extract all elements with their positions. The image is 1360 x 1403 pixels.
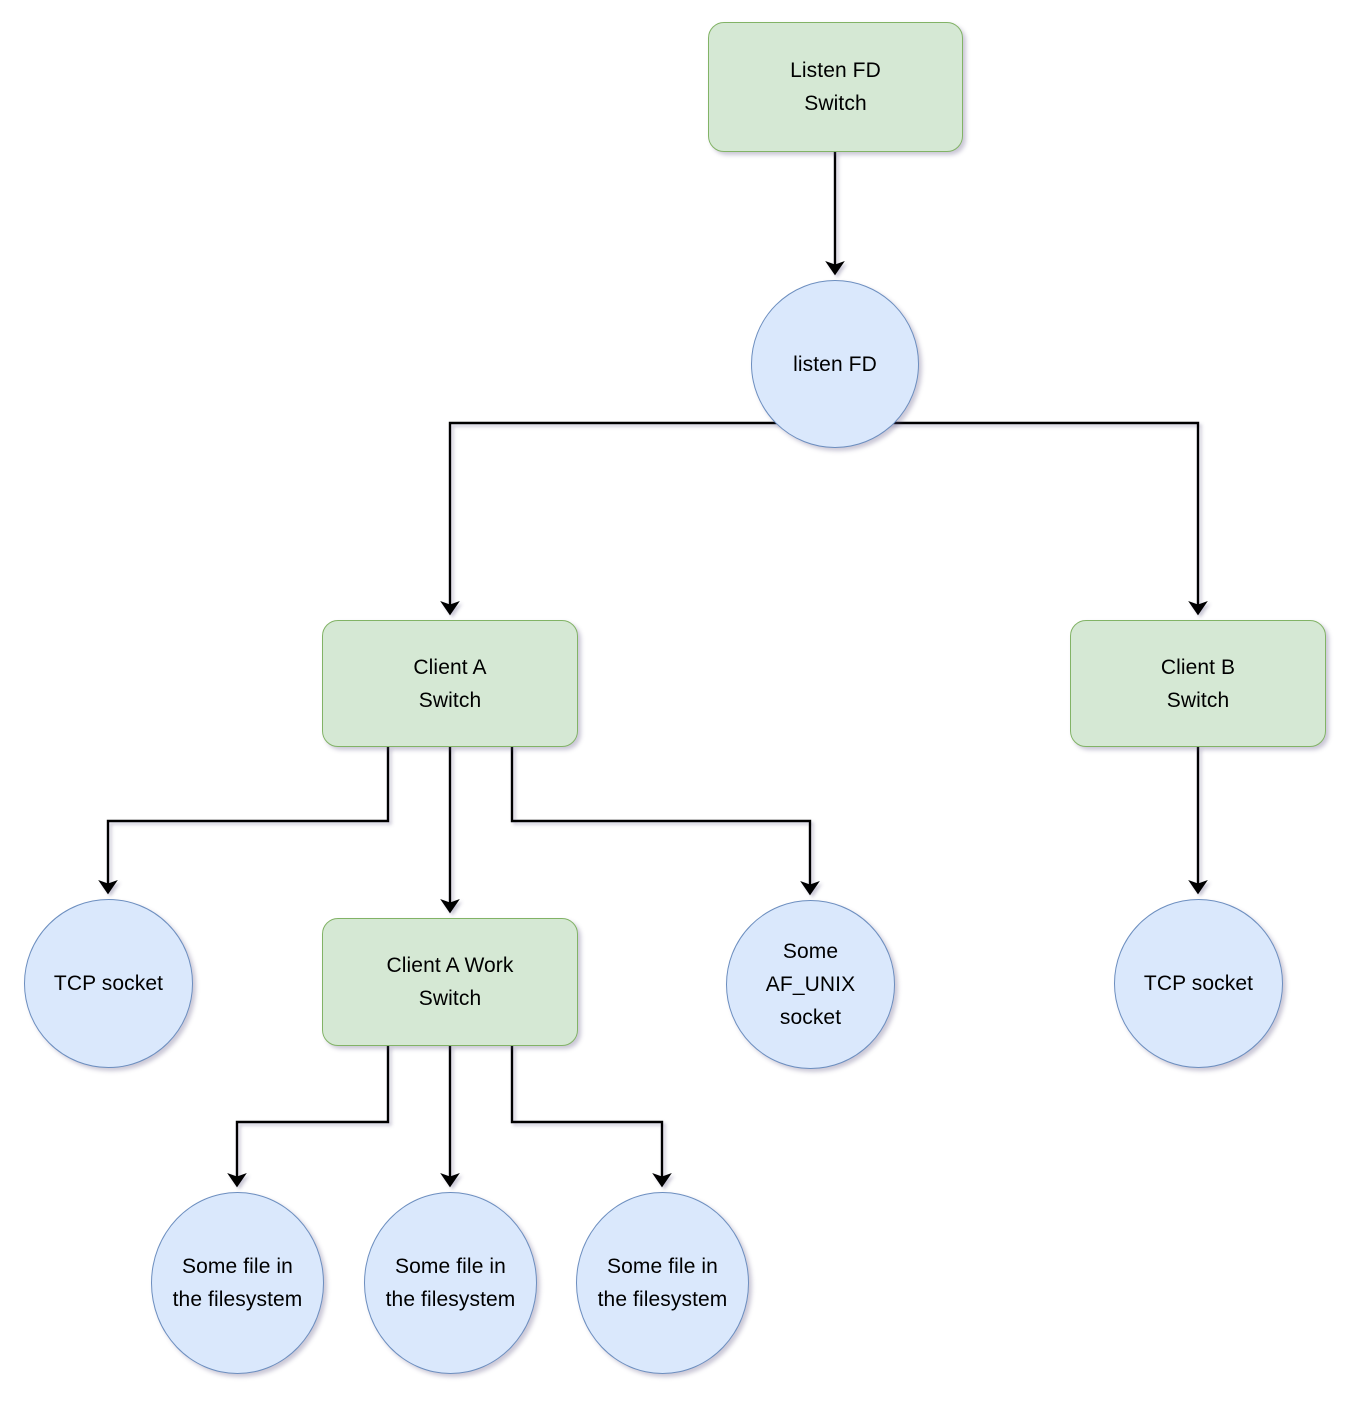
node-some-file-1[interactable]: Some file in the filesystem	[151, 1192, 324, 1374]
node-label: listen FD	[793, 352, 877, 376]
edge-listen-fd-to-client-b-switch	[835, 421, 1208, 616]
node-label: Client A Switch	[413, 655, 487, 712]
edge-client-a-switch-to-tcp-socket-a	[98, 747, 390, 895]
node-label: Client B Switch	[1160, 655, 1236, 712]
node-some-af-unix-socket[interactable]: Some AF_UNIX socket	[726, 900, 895, 1069]
edge-listen-fd-to-client-a-switch	[440, 421, 835, 616]
node-client-b-switch[interactable]: Client B Switch	[1070, 620, 1326, 747]
node-label: TCP socket	[1143, 972, 1254, 995]
node-client-a-switch[interactable]: Client A Switch	[322, 620, 578, 747]
node-label: Some AF_UNIX socket	[765, 940, 856, 1029]
node-listen-fd-switch[interactable]: Listen FD Switch	[708, 22, 963, 152]
node-listen-fd[interactable]: listen FD	[751, 280, 919, 448]
node-some-file-2[interactable]: Some file in the filesystem	[364, 1192, 537, 1374]
edge-client-a-work-switch-to-some-file-3	[510, 1046, 672, 1188]
node-tcp-socket-a[interactable]: TCP socket	[24, 899, 193, 1068]
node-label: Some file in the filesystem	[385, 1255, 516, 1311]
node-label: Client A Work Switch	[386, 954, 514, 1010]
node-client-a-work-switch[interactable]: Client A Work Switch	[322, 918, 578, 1046]
node-label: Some file in the filesystem	[172, 1255, 303, 1311]
edge-client-a-work-switch-to-some-file-1	[227, 1046, 390, 1188]
node-some-file-3[interactable]: Some file in the filesystem	[576, 1192, 749, 1374]
node-tcp-socket-b[interactable]: TCP socket	[1114, 899, 1283, 1068]
node-label: Some file in the filesystem	[597, 1255, 728, 1311]
node-label: TCP socket	[53, 972, 164, 995]
edge-client-a-switch-to-some-af-unix-socket	[510, 747, 820, 896]
node-label: Listen FD Switch	[790, 59, 881, 115]
